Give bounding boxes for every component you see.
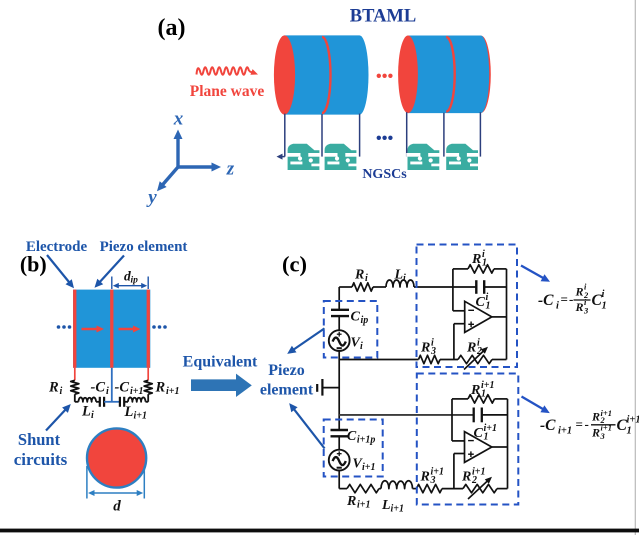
svg-text:element: element: [260, 382, 314, 399]
svg-text:R: R: [471, 252, 481, 267]
svg-text:=: =: [561, 292, 568, 307]
svg-text:R: R: [591, 410, 600, 424]
svg-text:-C: -C: [91, 380, 106, 396]
svg-text:Shunt: Shunt: [18, 430, 61, 449]
svg-text:ip: ip: [361, 315, 369, 326]
svg-text:i+1: i+1: [357, 500, 370, 511]
svg-text:(b): (b): [20, 252, 47, 277]
svg-text:2: 2: [471, 475, 477, 486]
svg-text:R: R: [591, 426, 600, 440]
svg-text:i+1: i+1: [362, 462, 375, 473]
svg-text:Piezo element: Piezo element: [100, 239, 188, 255]
svg-text:-: -: [569, 292, 573, 307]
svg-text:d: d: [113, 499, 121, 515]
svg-text:3: 3: [430, 475, 436, 486]
svg-text:-: -: [585, 417, 589, 432]
svg-text:circuits: circuits: [14, 450, 68, 469]
svg-text:i+1: i+1: [391, 504, 404, 515]
svg-text:z: z: [226, 159, 235, 180]
svg-text:-C: -C: [540, 417, 556, 434]
svg-text:i: i: [556, 301, 559, 312]
svg-text:L: L: [394, 268, 404, 283]
svg-text:R: R: [155, 380, 166, 396]
svg-text:R: R: [48, 380, 59, 396]
svg-text:y: y: [146, 187, 157, 208]
svg-text:R: R: [354, 268, 364, 283]
svg-text:Equivalent: Equivalent: [183, 354, 258, 371]
svg-text:1: 1: [482, 258, 487, 269]
svg-text:i: i: [106, 386, 109, 397]
svg-text:1: 1: [602, 301, 607, 312]
svg-text:1: 1: [486, 301, 491, 312]
svg-text:i: i: [60, 386, 63, 397]
svg-text:C: C: [351, 310, 361, 325]
svg-text:ip: ip: [131, 276, 139, 286]
svg-text:(c): (c): [282, 252, 307, 277]
svg-text:BTAML: BTAML: [350, 7, 416, 27]
svg-text:1: 1: [627, 426, 632, 437]
svg-text:R: R: [420, 341, 430, 356]
svg-text:R: R: [575, 285, 584, 299]
svg-text:i+1: i+1: [130, 386, 143, 397]
svg-text:C: C: [474, 426, 484, 441]
svg-text:C: C: [347, 429, 357, 444]
svg-text:L: L: [124, 404, 134, 420]
svg-text:NGSCs: NGSCs: [362, 167, 407, 182]
svg-text:(a): (a): [158, 15, 186, 41]
svg-text:i+1: i+1: [558, 426, 572, 437]
svg-text:1: 1: [484, 432, 489, 443]
svg-text:Plane wave: Plane wave: [190, 83, 265, 100]
svg-text:=: =: [576, 417, 583, 432]
svg-text:i: i: [91, 410, 94, 421]
svg-text:1: 1: [481, 389, 486, 400]
svg-text:R: R: [461, 470, 471, 485]
svg-text:L: L: [81, 404, 91, 420]
svg-text:i: i: [602, 289, 605, 300]
svg-text:3: 3: [583, 306, 589, 316]
svg-text:i+1p: i+1p: [357, 435, 375, 446]
svg-text:R: R: [575, 300, 584, 314]
svg-text:i: i: [403, 273, 406, 284]
svg-text:-C: -C: [115, 380, 130, 396]
svg-text:L: L: [381, 498, 391, 513]
svg-text:i+1: i+1: [134, 411, 147, 422]
svg-text:R: R: [470, 383, 480, 398]
svg-text:x: x: [173, 109, 184, 130]
svg-text:i+1: i+1: [627, 415, 639, 426]
svg-text:-C: -C: [538, 292, 554, 309]
svg-text:i: i: [365, 273, 368, 284]
svg-text:R: R: [466, 341, 476, 356]
svg-text:R: R: [420, 470, 430, 485]
svg-text:3: 3: [430, 346, 436, 357]
svg-text:3: 3: [600, 431, 606, 441]
svg-text:Electrode: Electrode: [26, 239, 88, 255]
svg-text:C: C: [476, 295, 486, 310]
svg-text:i+1: i+1: [166, 386, 179, 397]
svg-text:R: R: [346, 494, 356, 509]
svg-text:i: i: [360, 341, 363, 352]
svg-text:2: 2: [476, 346, 482, 357]
svg-text:Piezo: Piezo: [268, 362, 304, 379]
